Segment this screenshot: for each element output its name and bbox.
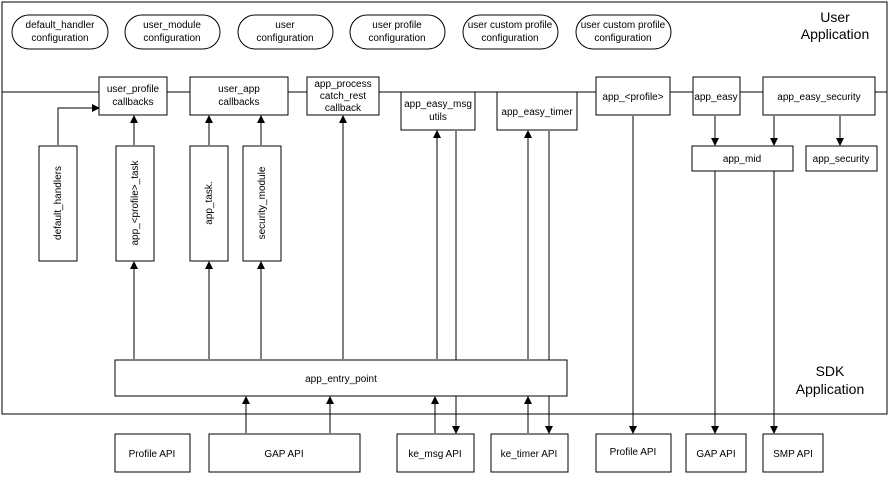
svg-text:app_easy_timer: app_easy_timer	[501, 107, 573, 118]
svg-text:GAP API: GAP API	[696, 449, 735, 460]
svg-text:app_<profile>: app_<profile>	[602, 92, 663, 103]
default-handlers-box: default_handlers	[38, 145, 78, 262]
profile-api-box-1: Profile API	[114, 433, 191, 473]
svg-text:security_module: security_module	[257, 166, 268, 239]
svg-text:app_easy_security: app_easy_security	[777, 92, 860, 103]
app-security-box: app_security	[805, 145, 878, 172]
app-easy-box: app_easy	[692, 76, 741, 116]
svg-text:SMP API: SMP API	[773, 449, 813, 460]
svg-text:app_security: app_security	[813, 154, 870, 165]
svg-text:app_entry_point: app_entry_point	[305, 374, 377, 385]
app-task-box: app_task.	[189, 145, 229, 262]
svg-text:ke_msg API: ke_msg API	[408, 449, 461, 460]
svg-text:app_mid: app_mid	[723, 154, 761, 165]
svg-text:ke_timer API: ke_timer API	[501, 449, 558, 460]
smp-api-box: SMP API	[762, 433, 824, 473]
svg-text:app_easy: app_easy	[694, 92, 737, 103]
app-entry-point-box: app_entry_point	[114, 359, 568, 397]
app-easy-security-box: app_easy_security	[762, 76, 876, 116]
ke-msg-api-box: ke_msg API	[396, 433, 475, 473]
svg-text:app_task.: app_task.	[204, 181, 215, 224]
svg-text:GAP API: GAP API	[264, 449, 303, 460]
profile-api-box-2: Profile API	[595, 433, 672, 473]
svg-text:app_<profile>_task: app_<profile>_task	[130, 159, 141, 245]
app-profile-box: app_<profile>	[595, 76, 671, 116]
app-easy-timer-box: app_easy_timer	[496, 91, 578, 131]
svg-text:default_handlers: default_handlers	[53, 166, 64, 240]
ke-timer-api-box: ke_timer API	[490, 433, 569, 473]
svg-text:Profile API: Profile API	[610, 447, 657, 458]
svg-text:Profile API: Profile API	[129, 449, 176, 460]
gap-api-box-1: GAP API	[208, 433, 361, 473]
gap-api-box-2: GAP API	[685, 433, 747, 473]
app-profile-task-box: app_<profile>_task	[115, 145, 155, 262]
arrow-default-handlers-to-profile-callbacks	[57, 104, 100, 145]
app-mid-box: app_mid	[691, 145, 794, 172]
security-module-box: security_module	[242, 145, 282, 262]
